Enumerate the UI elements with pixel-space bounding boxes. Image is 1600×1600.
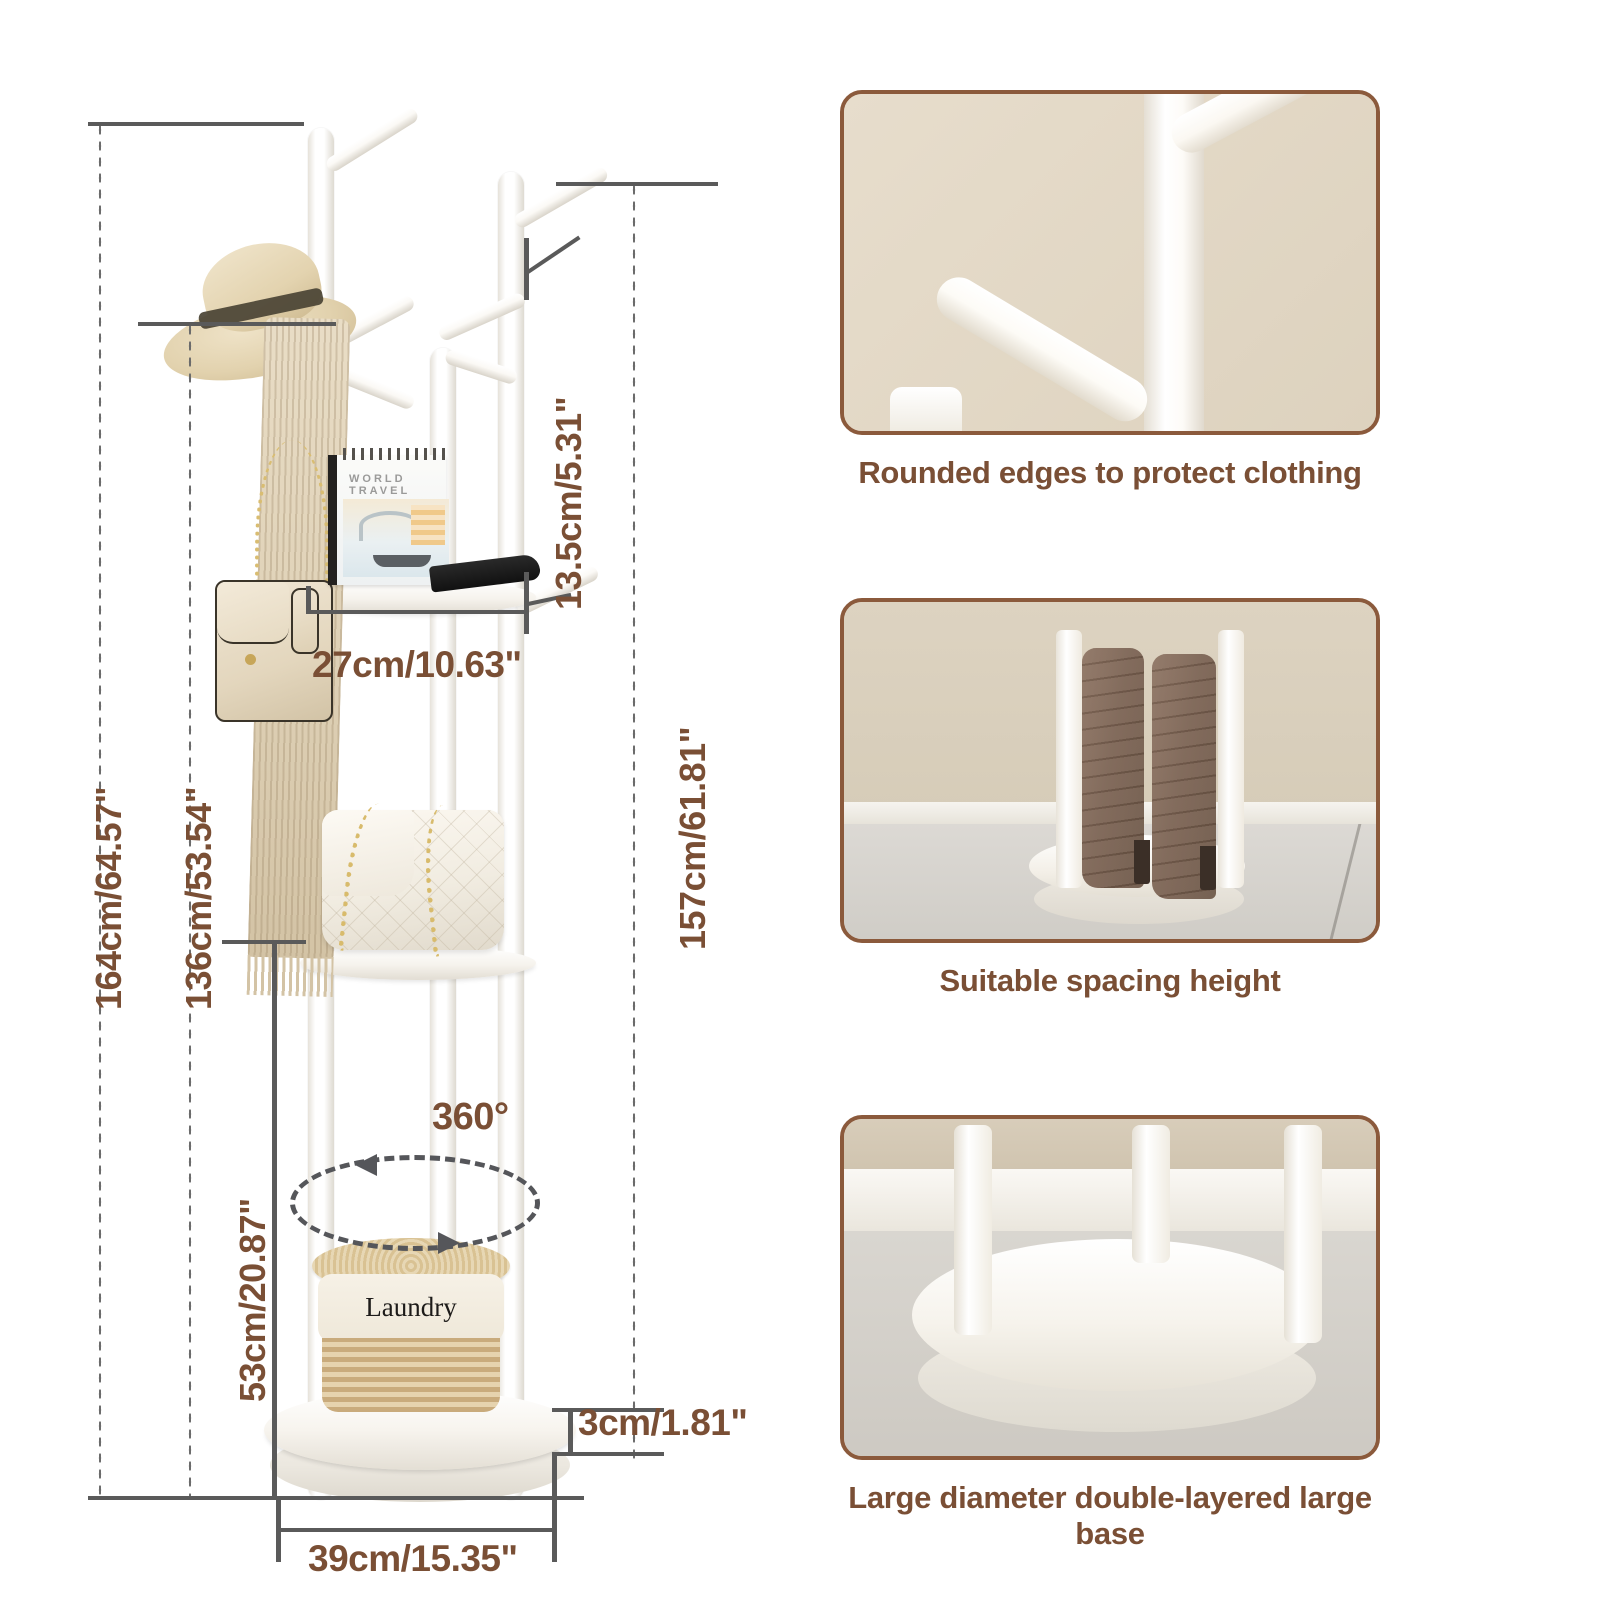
feature-photo-rounded-edges — [840, 90, 1380, 435]
basket-rattan-weave — [322, 1338, 500, 1412]
tick-top-of-rack — [88, 122, 304, 126]
tick-shelf-right — [524, 586, 529, 612]
photo2-heel-right — [1200, 846, 1216, 890]
purse-chain-strap — [255, 440, 329, 590]
guide-total-height — [98, 122, 102, 1500]
line-base-diameter — [276, 1528, 557, 1532]
dimension-label-hat-hook-height: 136cm/53.54" — [178, 786, 219, 1010]
rotation-arrow-left-icon — [355, 1154, 377, 1176]
photo2-boot-left-texture — [1082, 648, 1144, 888]
laundry-basket-prop: Laundry — [308, 1238, 514, 1416]
guide-hat-hook-height — [188, 322, 192, 1500]
scarf-fringe — [246, 954, 334, 998]
bag-flap — [217, 582, 289, 644]
dimension-diagram: WORLD TRAVEL Laundry — [88, 106, 748, 1579]
book-art-buildings — [411, 505, 445, 545]
tick-hook-gap-upper — [524, 238, 529, 300]
feature-caption-spacing-height: Suitable spacing height — [939, 963, 1281, 998]
line-shelf-width — [306, 610, 529, 614]
tick-hat-hook-level — [138, 322, 336, 326]
coat-rack-illustration: WORLD TRAVEL Laundry — [156, 106, 610, 1510]
middle-shelf — [300, 946, 536, 980]
feature-card-spacing-height: Suitable spacing height — [840, 598, 1380, 998]
photo2-heel-left — [1134, 840, 1150, 884]
feature-card-double-base: Large diameter double-layered large base — [840, 1115, 1380, 1551]
feature-caption-double-base: Large diameter double-layered large base — [848, 1480, 1372, 1551]
basket-label: Laundry — [365, 1292, 457, 1322]
travel-book-prop: WORLD TRAVEL — [328, 448, 449, 585]
dimension-label-top-hook-height: 157cm/61.81" — [672, 726, 713, 950]
dimension-label-base-diameter: 39cm/15.35" — [308, 1538, 518, 1579]
quilted-handbag-prop — [322, 801, 504, 957]
dimension-label-hook-spacing: 13.5cm/5.31" — [548, 396, 589, 610]
photo3-post-left — [954, 1125, 992, 1335]
bag-stud — [245, 654, 256, 665]
feature-photo-spacing-height — [840, 598, 1380, 943]
feature-card-rounded-edges: Rounded edges to protect clothing — [840, 90, 1380, 490]
dimension-label-total-height: 164cm/64.57" — [88, 786, 129, 1010]
book-art-gondola — [373, 555, 431, 567]
line-base-thickness — [568, 1408, 573, 1456]
rotation-arrow-right-icon — [438, 1232, 460, 1254]
tick-shelf-left — [306, 586, 311, 612]
photo3-post-center — [1132, 1125, 1170, 1263]
quilted-bag-flap — [322, 810, 414, 896]
book-cover-art — [343, 499, 449, 577]
book-spiral-binding — [343, 448, 447, 460]
tick-floor-level-mid — [180, 1496, 584, 1500]
rotation-ellipse-icon — [290, 1155, 540, 1251]
tick-base-dia-right — [552, 1452, 557, 1562]
photo2-boot-left — [1082, 648, 1144, 888]
tick-top-hook-level — [556, 182, 718, 186]
photo2-post-right — [1218, 630, 1244, 888]
photo2-post-left — [1056, 630, 1082, 888]
feature-caption-rounded-edges: Rounded edges to protect clothing — [858, 455, 1362, 490]
bag-tag — [291, 588, 319, 654]
rotation-label: 360° — [432, 1096, 509, 1138]
photo3-post-right — [1284, 1125, 1322, 1343]
book-title: WORLD TRAVEL — [349, 473, 411, 497]
dimension-label-base-thickness: 3cm/1.81" — [578, 1402, 748, 1443]
line-lower-clearance — [272, 940, 277, 1500]
photo1-post-cap — [890, 387, 962, 431]
shoulder-bag-prop — [215, 580, 333, 722]
feature-photo-double-base — [840, 1115, 1380, 1460]
tick-base-bottom — [552, 1452, 664, 1456]
guide-top-hook-height — [632, 182, 636, 1460]
dimension-label-shelf-diameter: 27cm/10.63" — [312, 644, 522, 685]
hook-upper-right — [512, 165, 610, 230]
hook-upper-left — [324, 106, 421, 174]
feature-cards: Rounded edges to protect clothing — [840, 0, 1600, 1600]
tick-lower-clearance-top — [222, 940, 306, 944]
tick-base-top — [552, 1408, 664, 1412]
dimension-label-lower-clearance: 53cm/20.87" — [232, 1198, 273, 1402]
basket-fabric-band — [318, 1274, 504, 1342]
